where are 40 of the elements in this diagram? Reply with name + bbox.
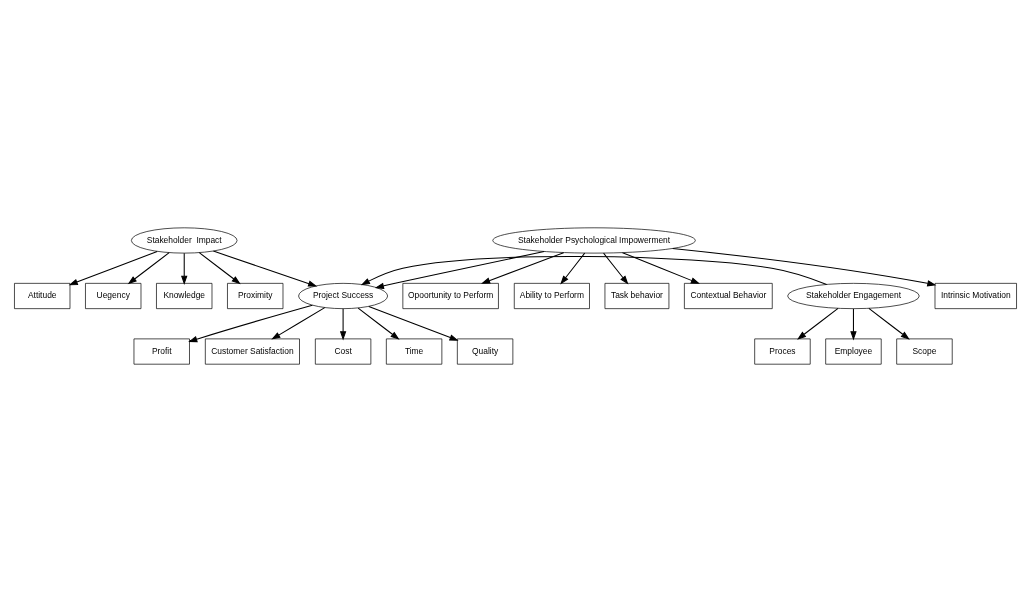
arrow [621,252,700,284]
node-box: Ability to Perform [513,283,590,309]
node-box: Uegency [84,283,141,309]
node-box: Task behavior [604,283,669,309]
node-box: Cost [314,338,371,365]
node-box: Proximity [226,283,283,309]
arrow [357,307,400,340]
arrow [270,307,325,340]
arrow [127,252,170,285]
node-box: Knowledge [155,283,212,309]
node-box: Employee [824,338,882,365]
arrow [796,307,839,340]
node-box: Profit [133,338,190,365]
arrow [849,308,857,341]
arrow [198,252,241,285]
node-box: Contextual Behavior [683,283,773,309]
arrow [212,250,317,287]
arrow [671,248,936,287]
arrow [602,252,628,285]
arrow [374,251,545,289]
node-box: Proces [753,338,811,365]
node-box: Quality [456,338,513,365]
arrow [367,305,459,341]
node-ellipse: Stakeholder Engagement [786,283,920,309]
arrow [360,256,827,286]
arrow [559,252,585,285]
node-box: Attitude [13,283,70,309]
node-ellipse: Stakeholder Impact [130,227,237,254]
node-box: Opoortunity to Perform [402,283,499,309]
arrow [187,304,313,343]
node-box: Scope [895,338,953,365]
arrow [339,308,346,341]
arrow [867,307,910,340]
node-box: Customer Satisfaction [204,338,300,365]
node-ellipse: Stakeholder Psychological Impowerment [491,227,696,254]
arrow [68,250,158,286]
arrow [180,252,187,285]
arrow [480,252,564,284]
node-box: Time [385,338,442,365]
node-box: Intrinsic Motivation [934,283,1017,309]
